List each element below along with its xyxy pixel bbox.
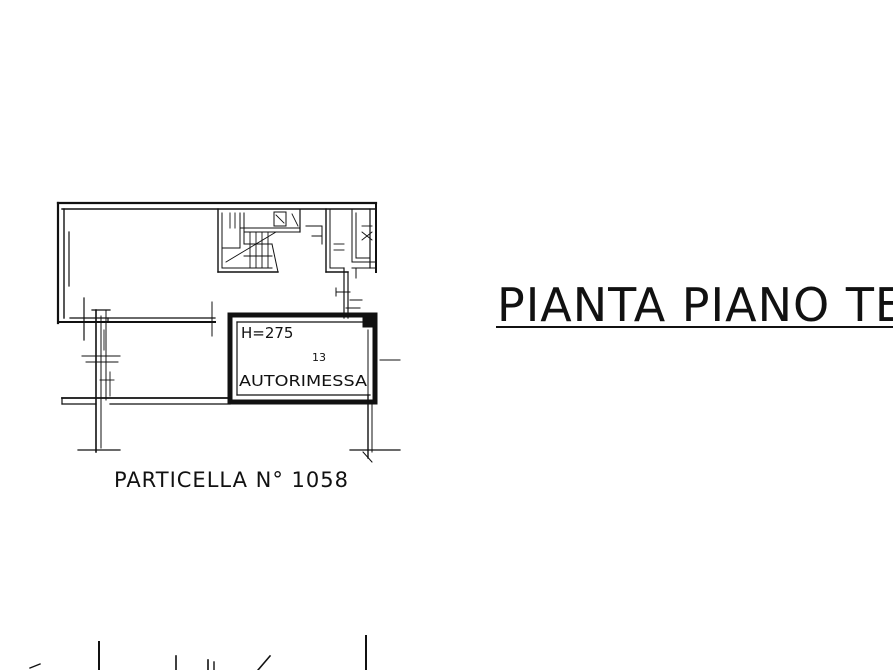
garage-number: 13: [312, 351, 326, 364]
building-outline: [56, 201, 378, 325]
dimension-lines: [349, 359, 401, 463]
staircase: [217, 208, 301, 273]
lower-left-structure: [61, 297, 231, 453]
plan-title: PIANTA PIANO TERR: [497, 278, 893, 332]
garage-height-label: H=275: [241, 324, 293, 342]
service-block: [305, 208, 377, 319]
lower-plan-fragment: [29, 635, 367, 670]
parcel-label: PARTICELLA N° 1058: [114, 468, 349, 492]
garage-name-label: AUTORIMESSA: [239, 372, 368, 390]
garage-room: [227, 312, 378, 405]
